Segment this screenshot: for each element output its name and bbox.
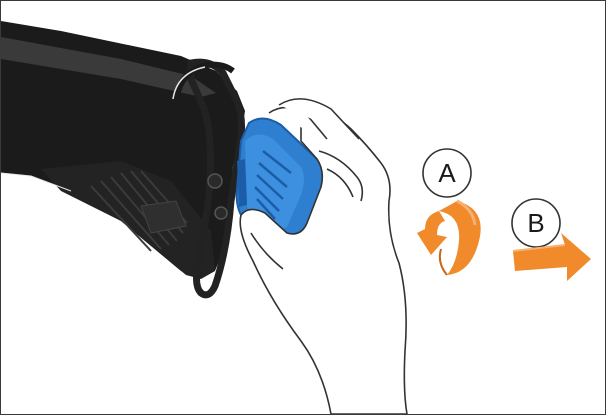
stock-housing: [1, 21, 245, 295]
rotate-counterclockwise-arrow: [417, 201, 481, 275]
step-a-label: A: [438, 158, 456, 188]
step-a-marker: A: [423, 149, 471, 197]
step-b-label: B: [527, 208, 544, 238]
step-b-marker: B: [512, 199, 560, 247]
